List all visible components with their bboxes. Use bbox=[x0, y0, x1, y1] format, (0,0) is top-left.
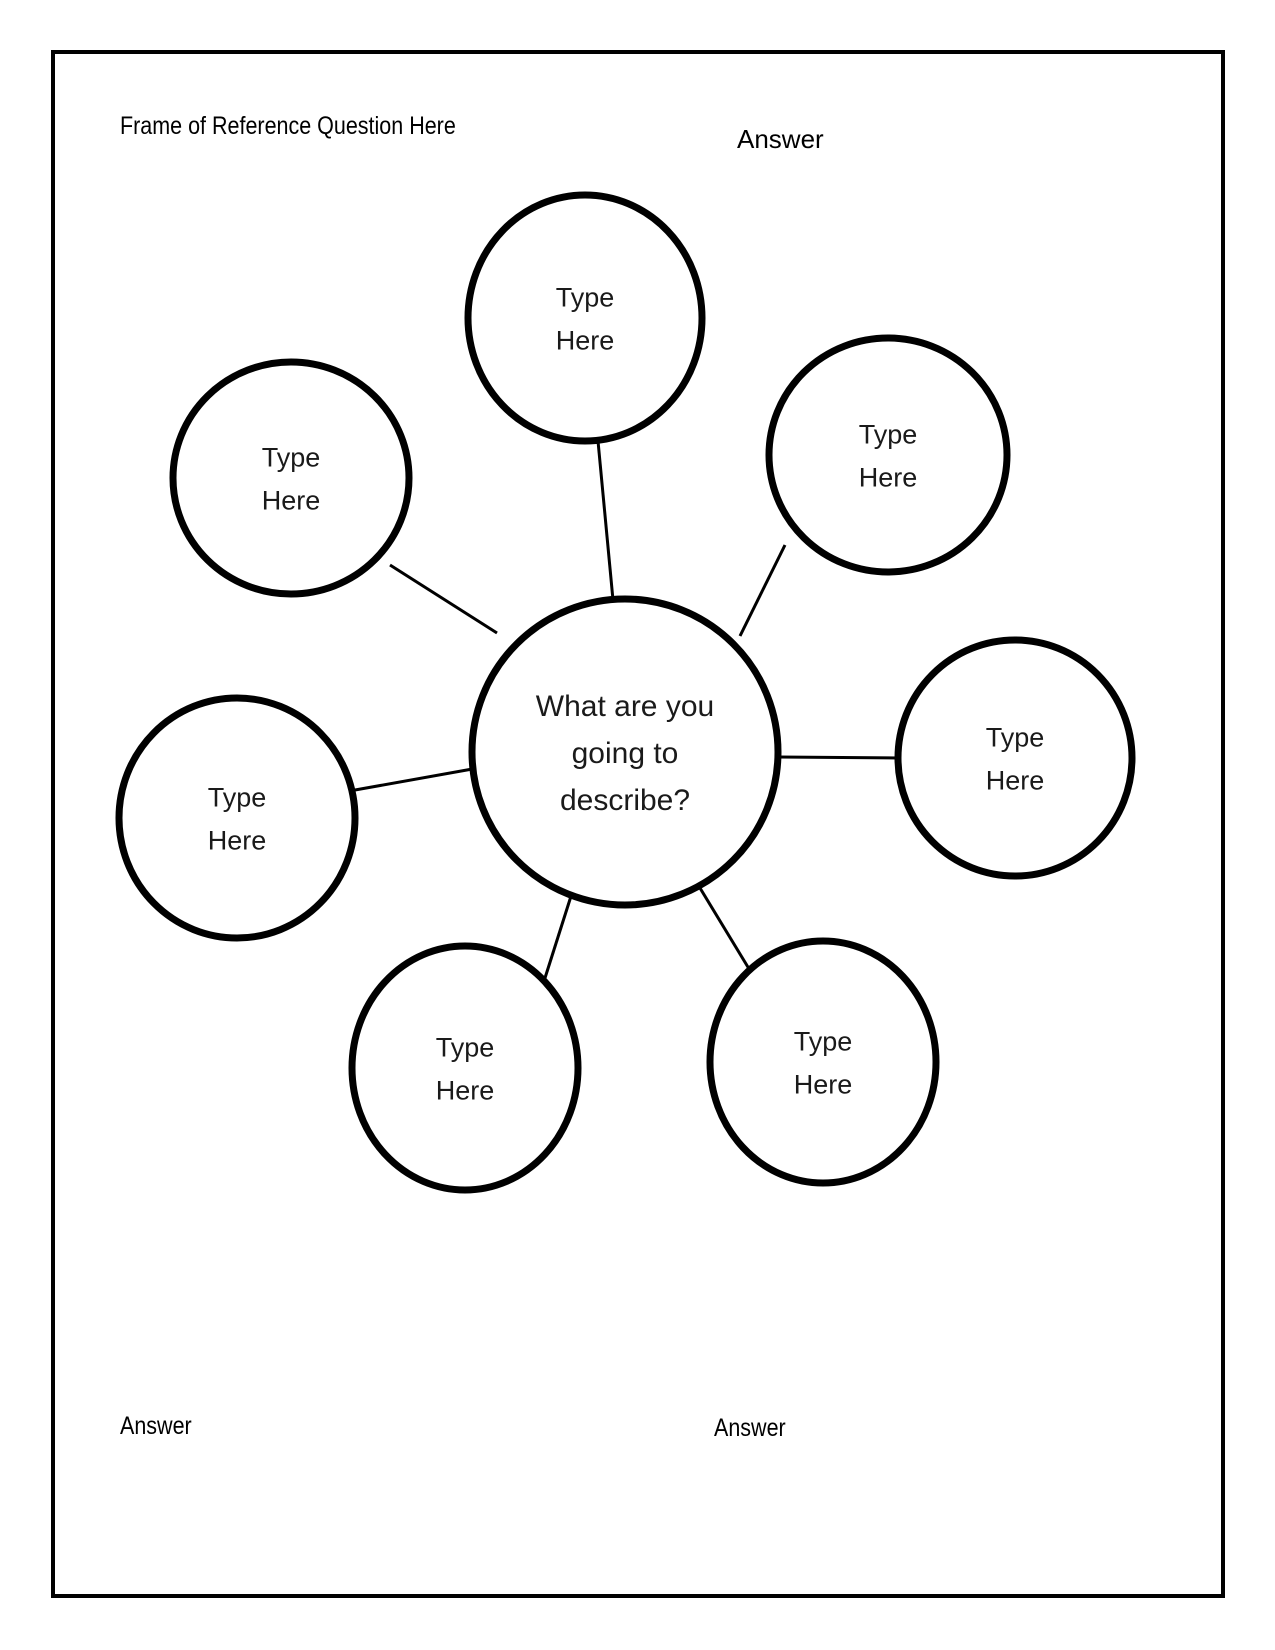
bubble-upper-left-text-line-2: Here bbox=[262, 486, 321, 516]
center-bubble-text-line-2: going to bbox=[572, 737, 679, 770]
bubble-right-text-line-2: Here bbox=[986, 766, 1045, 796]
answer-label-bottom-right[interactable]: Answer bbox=[714, 1414, 786, 1442]
bubble-top-text-line-2: Here bbox=[556, 326, 615, 356]
bubble-top-outline bbox=[464, 191, 706, 445]
spoke-upper-left bbox=[389, 563, 498, 635]
bubble-lower-right-text-line-1: Type bbox=[794, 1027, 853, 1057]
center-bubble-layer: What are you going to describe? bbox=[468, 595, 782, 909]
center-bubble[interactable]: What are you going to describe? bbox=[468, 595, 782, 909]
bubble-right-outline bbox=[894, 636, 1136, 880]
bubble-upper-right-outline bbox=[765, 334, 1011, 576]
center-bubble-text-line-1: What are you bbox=[536, 690, 714, 723]
bubble-lower-right-text-line-2: Here bbox=[794, 1070, 853, 1100]
spoke-upper-right bbox=[738, 544, 787, 637]
outer-bubbles-layer: TypeHereTypeHereTypeHereTypeHereTypeHere… bbox=[115, 191, 1136, 1194]
spoke-top bbox=[596, 440, 615, 601]
bubble-lower-left-text-line-2: Here bbox=[436, 1076, 495, 1106]
bubble-upper-left-text-line-1: Type bbox=[262, 443, 321, 473]
spoke-left bbox=[354, 766, 479, 792]
frame-of-reference-question-label[interactable]: Frame of Reference Question Here bbox=[120, 112, 456, 140]
bubble-upper-right-text-line-1: Type bbox=[859, 420, 918, 450]
bubble-top-text-line-1: Type bbox=[556, 283, 615, 313]
spoke-right bbox=[777, 755, 899, 760]
bubble-lower-left-outline bbox=[348, 942, 582, 1194]
bubble-lower-right-outline bbox=[706, 937, 940, 1187]
bubble-right-text-line-1: Type bbox=[986, 723, 1045, 753]
bubble-lower-left-text-line-1: Type bbox=[436, 1033, 495, 1063]
spoke-lower-right bbox=[698, 887, 759, 983]
bubble-left-outline bbox=[115, 694, 359, 942]
bubble-upper-right-text-line-2: Here bbox=[859, 463, 918, 493]
page-border bbox=[51, 50, 1225, 1598]
bubble-left-text-line-1: Type bbox=[208, 783, 267, 813]
answer-label-bottom-left[interactable]: Answer bbox=[120, 1412, 192, 1440]
center-bubble-outline bbox=[468, 595, 782, 909]
bubble-upper-left-outline bbox=[169, 358, 413, 598]
answer-label-top-right[interactable]: Answer bbox=[737, 124, 824, 154]
center-bubble-text-line-3: describe? bbox=[560, 784, 690, 817]
bubble-left-text-line-2: Here bbox=[208, 826, 267, 856]
